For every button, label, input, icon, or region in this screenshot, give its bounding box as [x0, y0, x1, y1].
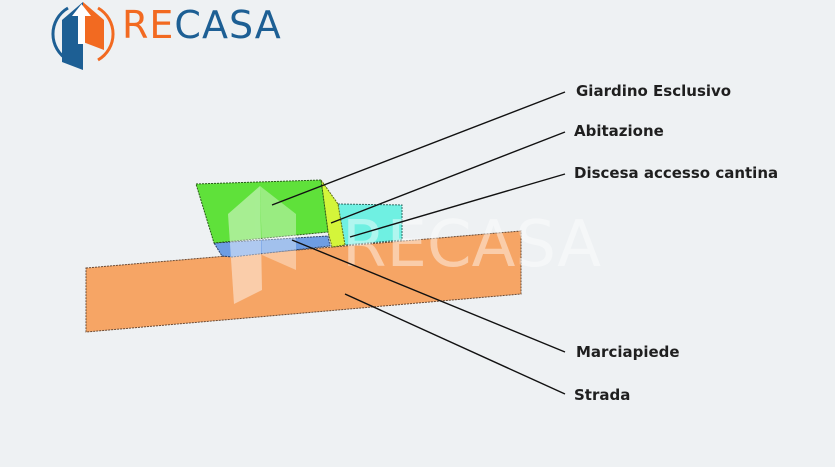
- leader-giardino: [271, 91, 566, 206]
- logo-wordmark: RECASA: [122, 6, 282, 44]
- marciapiede-shape: [213, 235, 331, 258]
- label-discesa-accesso-cantina: Discesa accesso cantina: [574, 164, 779, 182]
- strada-shape: [85, 230, 522, 333]
- house-arrow-icon: [51, 2, 115, 70]
- leader-discesa: [349, 173, 566, 238]
- watermark: RECASA: [228, 186, 601, 304]
- leader-marciapiede: [291, 239, 566, 353]
- leader-strada: [344, 293, 566, 395]
- label-strada: Strada: [574, 386, 631, 404]
- label-abitazione: Abitazione: [574, 122, 664, 140]
- label-giardino-esclusivo: Giardino Esclusivo: [576, 82, 732, 100]
- watermark-text: RECASA: [342, 208, 601, 282]
- logo-text-casa: CASA: [174, 3, 282, 47]
- watermark-house-icon: [228, 186, 262, 304]
- leader-abitazione: [330, 131, 566, 224]
- label-marciapiede: Marciapiede: [576, 343, 680, 361]
- logo-text-re: RE: [122, 3, 175, 47]
- recasa-logo: RECASA: [50, 0, 310, 70]
